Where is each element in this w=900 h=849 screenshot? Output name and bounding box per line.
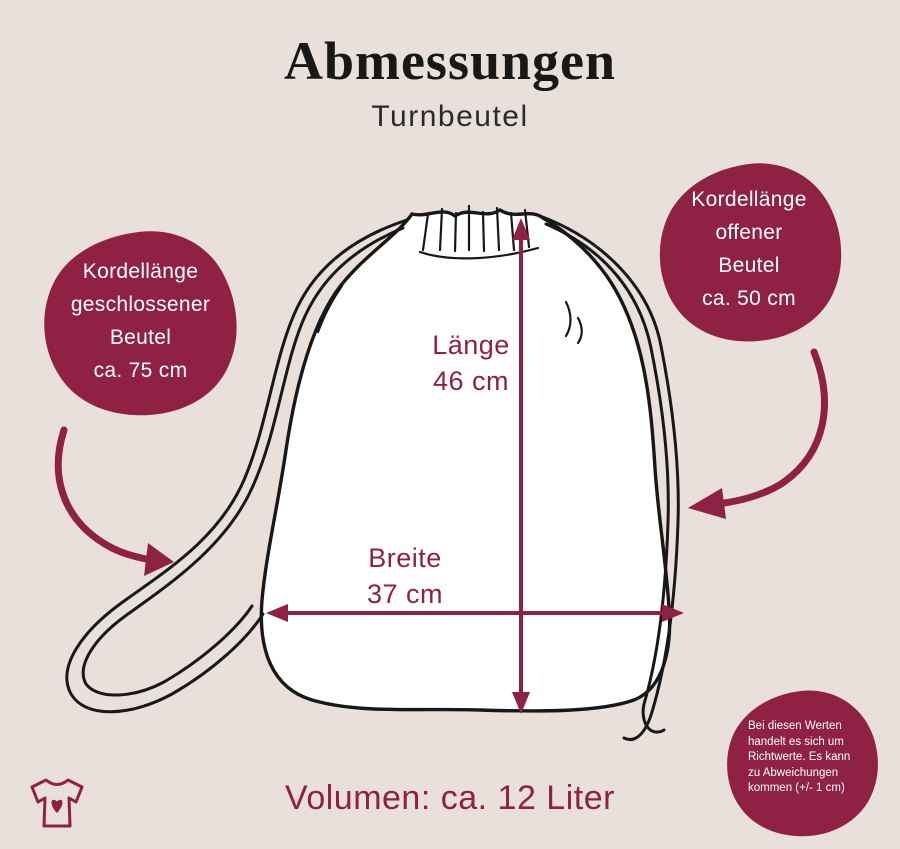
- left-cord: [65, 218, 409, 714]
- badge-cord-closed-text: Kordellänge geschlossener Beutel ca. 75 …: [38, 255, 243, 387]
- disclaimer-line: Bei diesen Werten: [748, 720, 842, 732]
- badge-line: Kordellänge: [691, 188, 807, 211]
- badge-cord-open: Kordellänge offener Beutel ca. 50 cm: [654, 160, 844, 344]
- tshirt-heart-logo-icon: [30, 778, 84, 828]
- disclaimer-line: kommen (+/- 1 cm): [748, 782, 845, 794]
- disclaimer-line: Richtwerte. Es kann: [748, 751, 851, 763]
- page-subtitle: Turnbeutel: [371, 100, 529, 133]
- badge-blob-shape: [727, 690, 878, 837]
- badge-cord-open-text: Kordellänge offener Beutel ca. 50 cm: [654, 183, 844, 315]
- badge-line: ca. 50 cm: [702, 287, 796, 310]
- length-label: Länge: [432, 330, 510, 360]
- badge-line: Beutel: [718, 254, 780, 277]
- badge-line: offener: [715, 221, 783, 244]
- volume-text: Volumen: ca. 12 Liter: [285, 779, 615, 817]
- neck-gather-lines: [418, 204, 540, 260]
- disclaimer-badge: Bei diesen Werten handelt es sich um Ric…: [722, 688, 880, 838]
- right-pointer-arrow-icon: [688, 348, 828, 519]
- width-label: Breite: [368, 543, 442, 573]
- badge-line: Beutel: [109, 326, 172, 349]
- badge-line: geschlossener: [70, 293, 211, 316]
- width-dimension-arrow: [266, 604, 684, 622]
- disclaimer-line: handelt es sich um: [748, 735, 844, 748]
- right-cord: [538, 214, 680, 741]
- length-dimension-label: Länge 46 cm: [421, 327, 521, 399]
- length-value: 46 cm: [432, 366, 510, 396]
- badge-cord-closed: Kordellänge geschlossener Beutel ca. 75 …: [38, 228, 243, 418]
- page-title: Abmessungen: [283, 31, 617, 91]
- left-pointer-arrow-icon: [54, 426, 174, 576]
- badge-line: ca. 75 cm: [93, 359, 188, 382]
- badge-blob-shape: [44, 231, 237, 416]
- fold-marks: [316, 284, 583, 345]
- length-dimension-arrow: [512, 218, 530, 714]
- width-dimension-label: Breite 37 cm: [352, 540, 458, 612]
- badge-blob-shape: [659, 163, 842, 342]
- disclaimer-line: zu Abweichungen: [748, 766, 839, 779]
- disclaimer-text: Bei diesen Werten handelt es sich um Ric…: [722, 719, 880, 797]
- width-value: 37 cm: [366, 579, 444, 609]
- badge-line: Kordellänge: [82, 260, 199, 283]
